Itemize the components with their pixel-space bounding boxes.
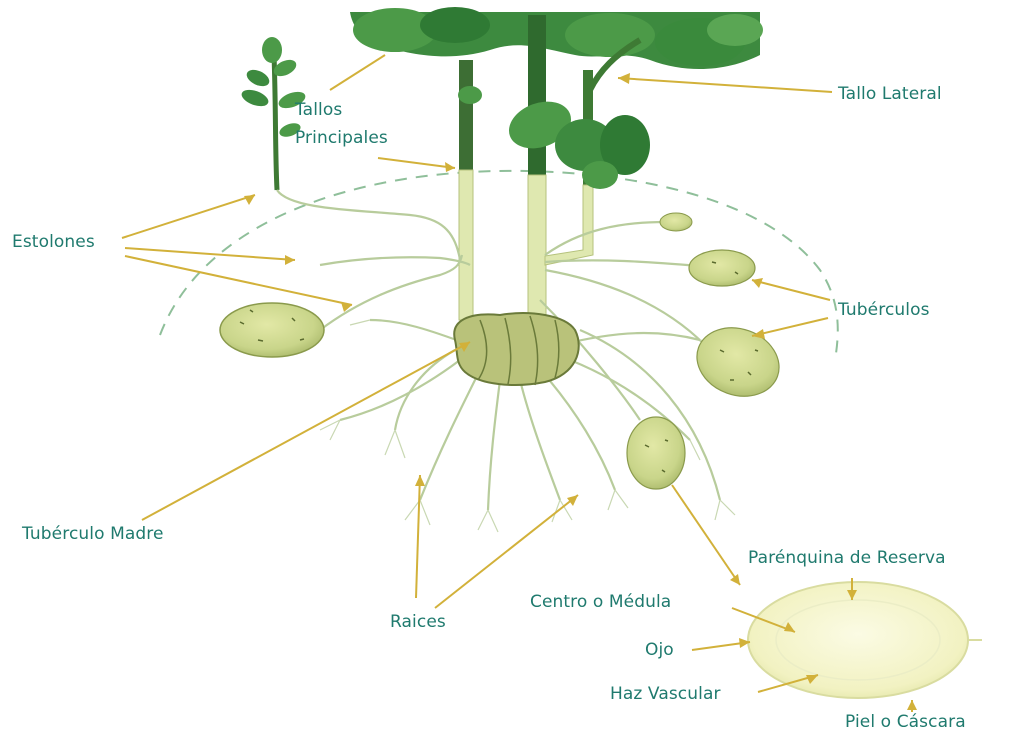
label-tallo-lateral: Tallo Lateral (838, 84, 942, 105)
label-tuberculo-madre: Tubérculo Madre (22, 524, 164, 545)
tubers (220, 213, 789, 489)
label-piel-o-cascara: Piel o Cáscara (845, 712, 966, 733)
stem-leaves (458, 86, 650, 189)
label-centro-o-medula: Centro o Médula (530, 592, 671, 613)
label-estolones: Estolones (12, 232, 95, 253)
label-tuberculos: Tubérculos (838, 300, 930, 321)
tuber-cross-section (748, 582, 982, 698)
label-parenquina-de-reserva: Parénquina de Reserva (748, 548, 946, 569)
label-tallos: Tallos (295, 100, 342, 121)
label-haz-vascular: Haz Vascular (610, 684, 721, 705)
label-ojo: Ojo (645, 640, 674, 661)
label-principales: Principales (295, 128, 388, 149)
label-raices: Raices (390, 612, 446, 633)
top-foliage (350, 7, 763, 69)
